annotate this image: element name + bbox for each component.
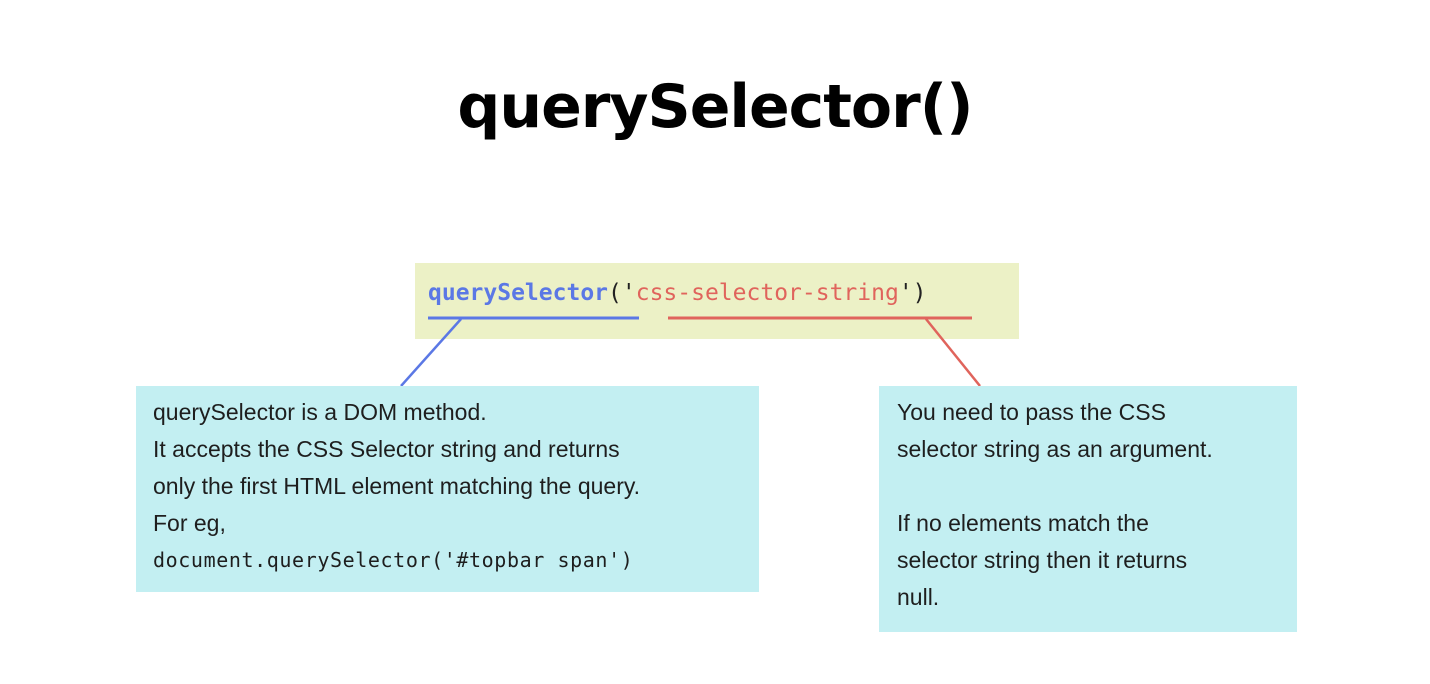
code-method-name: querySelector [428,280,609,306]
method-note-line: It accepts the CSS Selector string and r… [153,436,620,462]
code-open-paren: (' [608,280,636,306]
method-note-line: For eg, [153,510,226,536]
argument-note-line: selector string then it returns [897,547,1188,573]
argument-note-line: You need to pass the CSS [897,399,1166,425]
code-snippet: querySelector('css-selector-string') [428,276,927,310]
argument-note-line: selector string as an argument. [897,436,1213,462]
argument-note-line: If no elements match the [897,510,1149,536]
code-argument: css-selector-string [635,280,899,306]
argument-description-note: You need to pass the CSS selector string… [879,386,1297,632]
method-note-line: querySelector is a DOM method. [153,399,487,425]
page-title: querySelector() [457,72,973,142]
method-description-note: querySelector is a DOM method. It accept… [136,386,759,592]
method-note-line: only the first HTML element matching the… [153,473,641,499]
paragraph-spacer [897,468,1297,505]
code-snippet-box [415,263,1019,339]
code-close-paren: ') [898,280,927,306]
method-note-example: document.querySelector('#topbar span') [153,548,634,572]
argument-note-line: null. [897,584,940,610]
